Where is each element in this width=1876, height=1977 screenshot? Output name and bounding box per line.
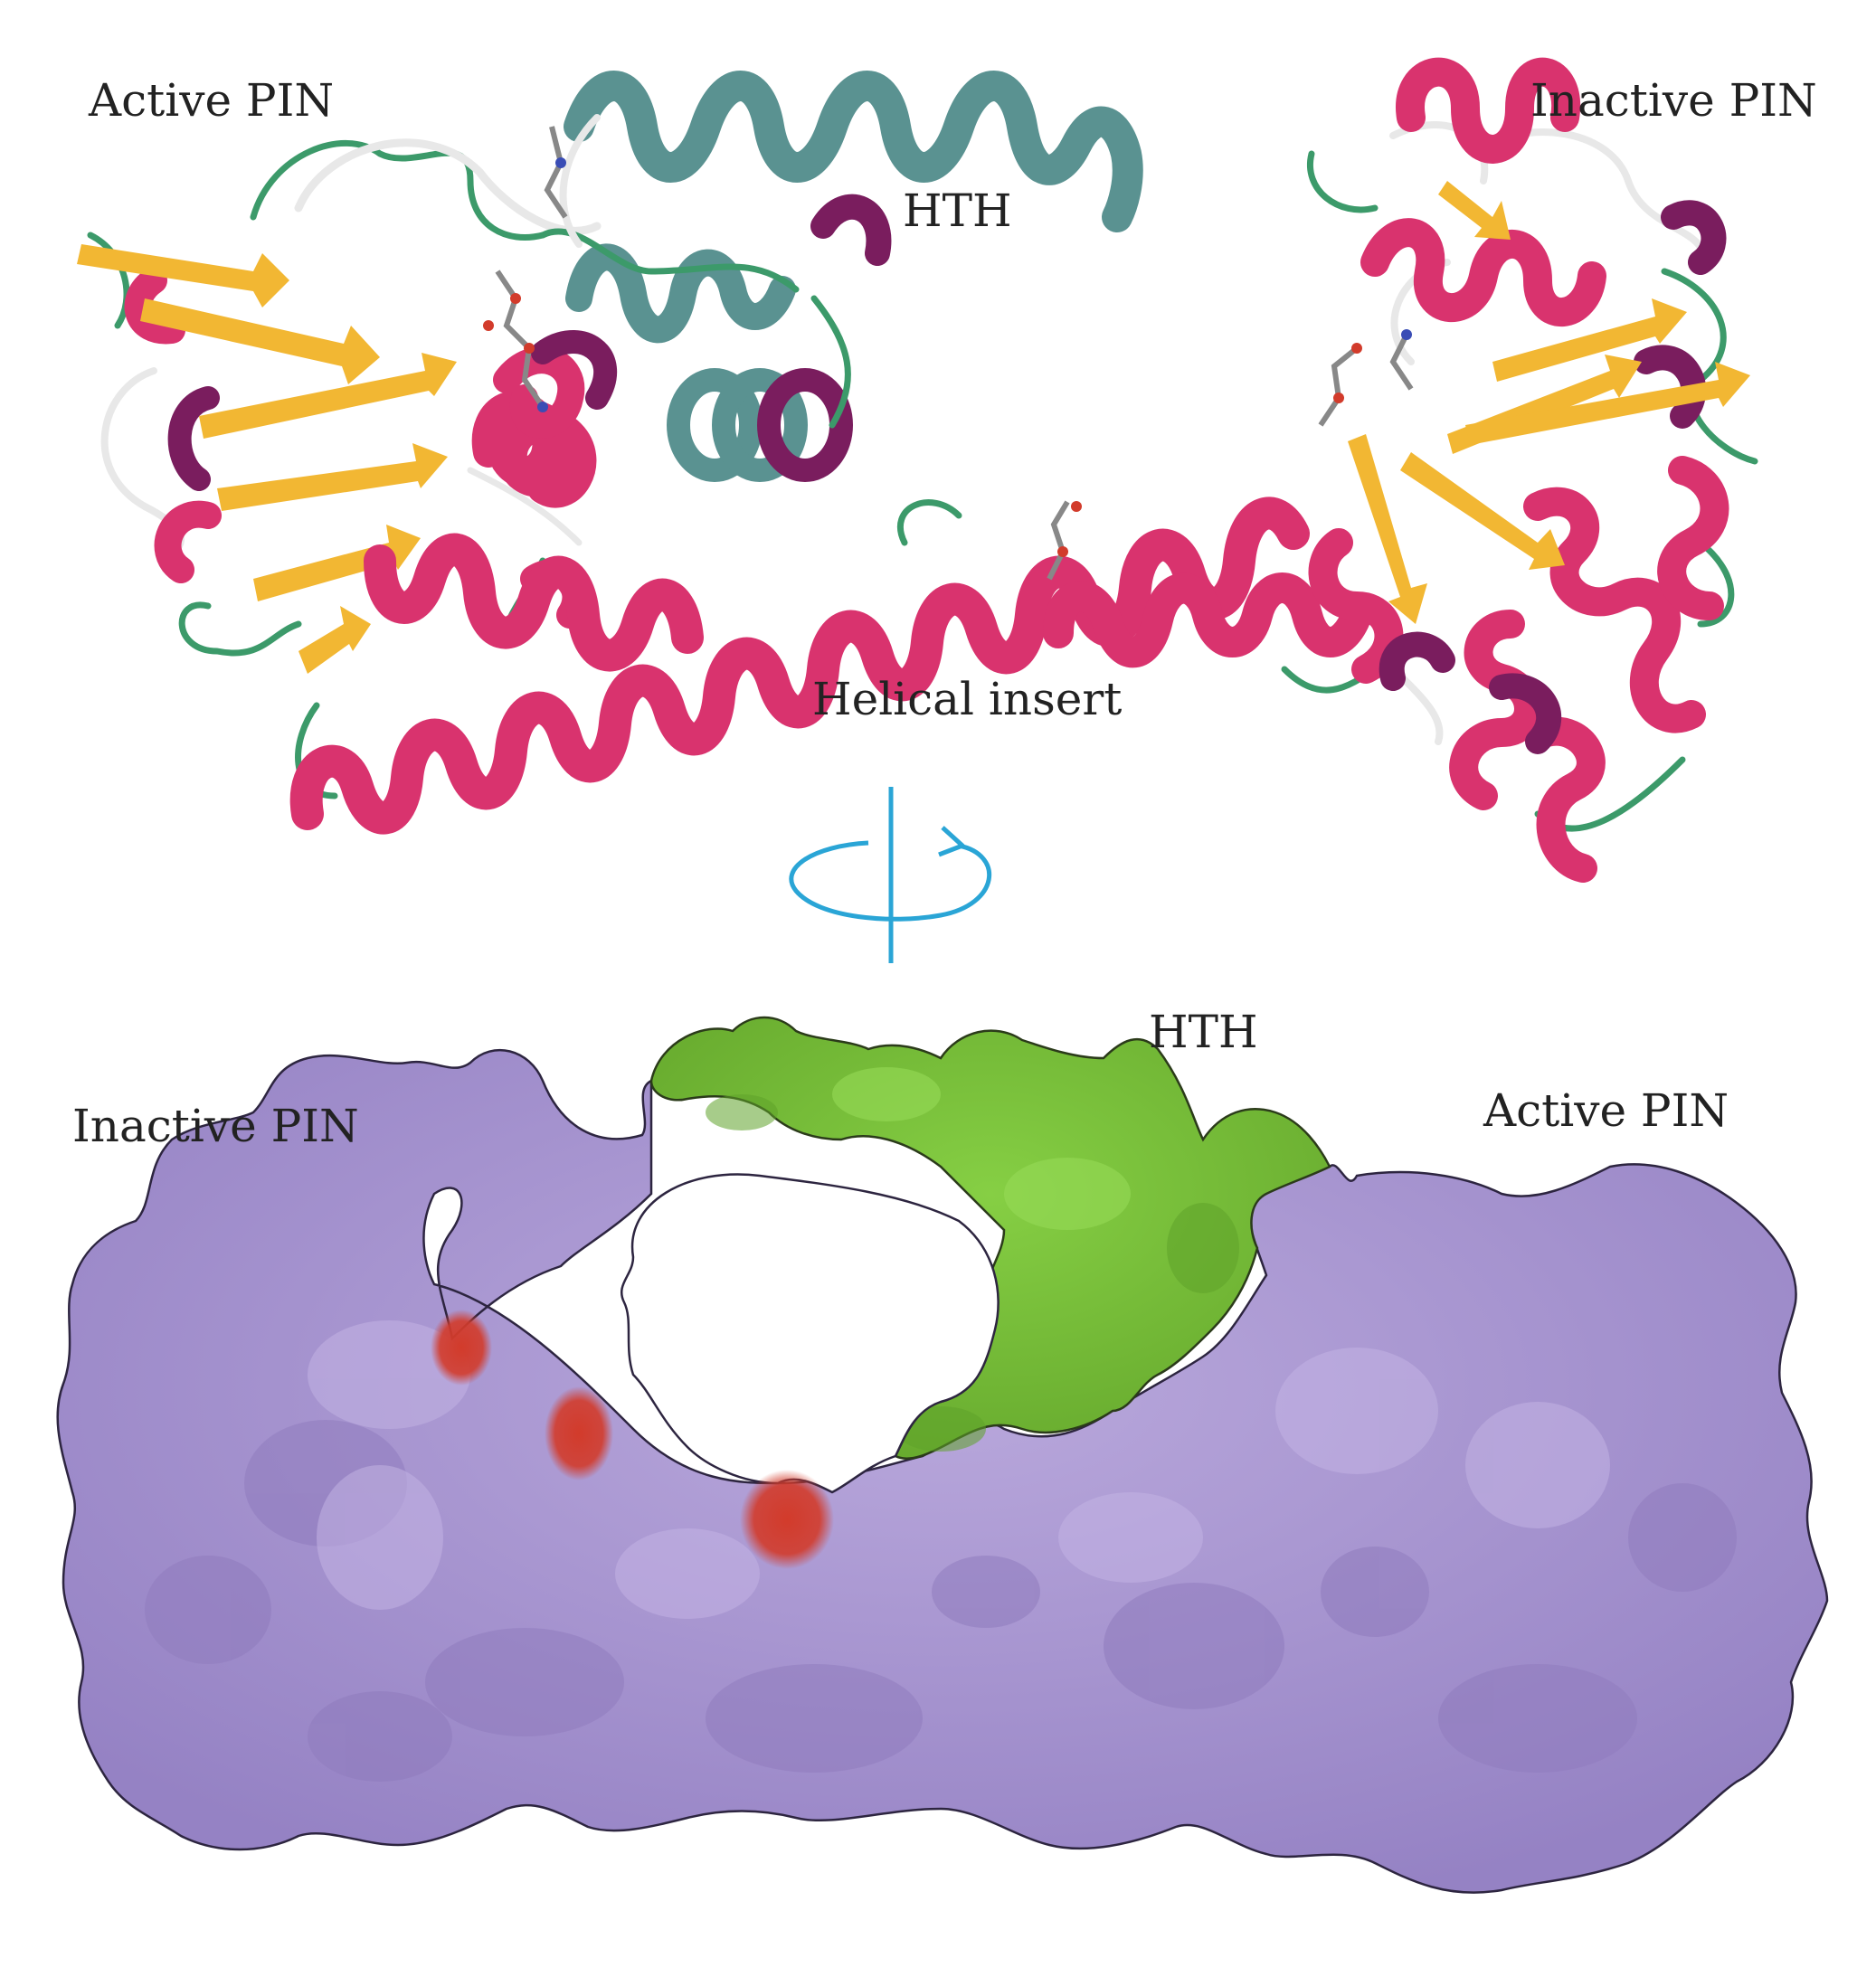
hth-surface-shading: [706, 1094, 1239, 1452]
surface-highlights: [308, 1320, 1610, 1619]
loops: [87, 114, 1758, 832]
surface-view: Inactive PIN Active PIN HTH: [56, 1006, 1829, 1894]
label-inactive-pin-top: Inactive PIN: [1530, 74, 1817, 127]
hth-surface: [649, 1016, 1331, 1460]
hth-surface-highlights: [832, 1067, 1131, 1230]
label-hth-bottom: HTH: [1149, 1006, 1258, 1058]
hth-small-helices: [565, 194, 892, 482]
hth-long-helix: [564, 71, 1143, 232]
ribbon-cartoon-view: Active PIN Inactive PIN HTH Helical inse…: [77, 57, 1817, 883]
inactive-pin-strands: [1348, 181, 1750, 624]
central-cavity: [620, 1173, 1000, 1494]
helical-insert: [289, 497, 1372, 835]
label-active-pin-top: Active PIN: [88, 74, 334, 127]
surface-shading: [145, 1420, 1737, 1782]
label-hth-top: HTH: [903, 184, 1012, 237]
label-inactive-pin-bottom: Inactive PIN: [72, 1100, 359, 1152]
active-pin-strands: [77, 244, 457, 674]
side-chain-atoms: [483, 157, 1412, 557]
label-helical-insert: Helical insert: [812, 673, 1122, 725]
active-site-patches: [431, 1310, 834, 1569]
rotation-arrow-icon: [789, 787, 992, 963]
inactive-pin-helices: [1308, 57, 1729, 883]
side-chain-sticks: [495, 126, 1414, 581]
label-active-pin-bottom: Active PIN: [1483, 1084, 1729, 1137]
